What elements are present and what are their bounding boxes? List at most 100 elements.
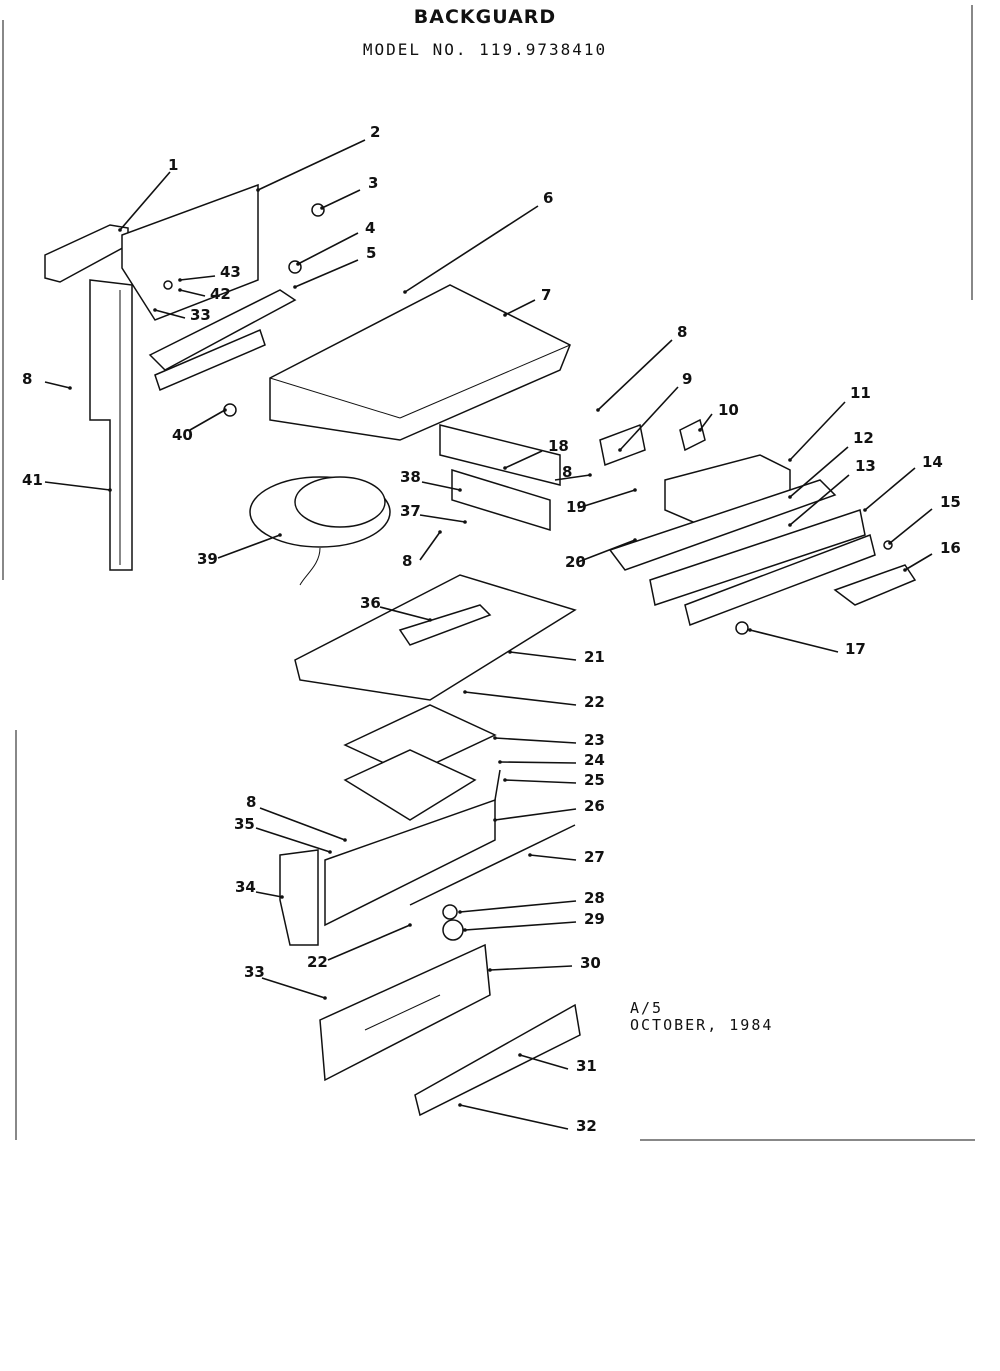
callout-label: 33 (190, 306, 211, 324)
callout-leader-line (504, 779, 577, 784)
callout-leader-line (297, 232, 359, 265)
callout-arrowhead (493, 736, 497, 740)
callout-label: 23 (584, 731, 605, 749)
callout-arrowhead (903, 568, 907, 572)
callout-leader-line (577, 539, 636, 563)
callout-label: 22 (584, 693, 605, 711)
callout-arrowhead (320, 206, 324, 210)
callout-arrowhead (223, 408, 227, 412)
lamp-socket-part (442, 904, 458, 920)
callout-label: 1 (168, 156, 178, 174)
callout-label: 9 (682, 370, 692, 388)
callout-label: 12 (853, 429, 874, 447)
callout-leader-line (494, 808, 577, 821)
callout-arrowhead (408, 923, 412, 927)
fan-housing-top (294, 476, 386, 528)
rail-part (409, 824, 576, 906)
callout-label: 18 (548, 437, 569, 455)
callout-label: 17 (845, 640, 866, 658)
model-number: MODEL NO. 119.9738410 (362, 40, 608, 59)
callout-leader-line (419, 514, 466, 523)
callout-label: 31 (576, 1057, 597, 1075)
callout-arrowhead (493, 818, 497, 822)
callout-label: 19 (566, 498, 587, 516)
callout-label: 8 (246, 793, 256, 811)
callout-arrowhead (633, 488, 637, 492)
callout-leader-line (529, 854, 577, 861)
callout-arrowhead (463, 690, 467, 694)
callout-label: 22 (307, 953, 328, 971)
tube-holder-part (154, 328, 266, 392)
cabinet-top-edge-2 (399, 344, 571, 419)
lamp-bulb-part (442, 919, 464, 941)
callout-leader-line (327, 924, 411, 961)
callout-leader-line (889, 508, 933, 544)
callout-arrowhead (488, 968, 492, 972)
control-panel-part (608, 479, 837, 571)
callout-label: 37 (400, 502, 421, 520)
callout-arrowhead (788, 458, 792, 462)
callout-leader-line (404, 205, 539, 293)
callout-arrowhead (633, 538, 637, 542)
filter-handle-part (398, 604, 492, 646)
callout-arrowhead (788, 523, 792, 527)
callout-leader-line (554, 474, 591, 481)
callout-arrowhead (788, 495, 792, 499)
callout-arrowhead (498, 760, 502, 764)
callout-leader-line (294, 259, 359, 288)
callout-arrowhead (888, 541, 892, 545)
callout-arrowhead (503, 313, 507, 317)
callout-label: 28 (584, 889, 605, 907)
light-tube-part (148, 289, 297, 371)
callout-label: 3 (368, 174, 378, 192)
screw-part (163, 280, 173, 290)
callout-leader-line (619, 386, 679, 451)
callout-arrowhead (438, 530, 442, 534)
callout-leader-line (904, 553, 933, 571)
callout-arrowhead (280, 895, 284, 899)
callout-arrowhead (588, 473, 592, 477)
callout-label: 43 (220, 263, 241, 281)
callout-label: 6 (543, 189, 553, 207)
callout-arrowhead (296, 262, 300, 266)
callout-label: 14 (922, 453, 943, 471)
callout-arrowhead (403, 290, 407, 294)
callout-arrowhead (68, 386, 72, 390)
callout-leader-line (464, 691, 577, 706)
callout-leader-line (499, 761, 577, 764)
callout-label: 15 (940, 493, 961, 511)
callout-label: 2 (370, 123, 380, 141)
callout-label: 41 (22, 471, 43, 489)
callout-leader-line (577, 489, 636, 509)
panel-trim-part (649, 509, 866, 606)
charcoal-filter-part (343, 749, 477, 821)
panel-frame-part (684, 534, 876, 626)
callout-leader-line (864, 467, 916, 511)
callout-leader-line (459, 900, 577, 913)
callout-label: 30 (580, 954, 601, 972)
callout-leader-line (464, 921, 577, 931)
callout-arrowhead (596, 408, 600, 412)
callout-arrowhead (698, 428, 702, 432)
lower-bracket-part (451, 468, 551, 532)
callout-arrowhead (458, 488, 462, 492)
grille-part (414, 1003, 581, 1117)
callout-leader-line (189, 409, 226, 431)
callout-arrowhead (323, 996, 327, 1000)
callout-label: 13 (855, 457, 876, 475)
callout-leader-line (419, 531, 441, 561)
callout-leader-line (494, 737, 577, 744)
callout-label: 24 (584, 751, 605, 769)
callout-label: 35 (234, 815, 255, 833)
callout-arrowhead (463, 928, 467, 932)
bottom-panel-part (319, 943, 491, 1082)
callout-leader-line (459, 1104, 569, 1130)
callout-arrowhead (118, 228, 122, 232)
side-bracket-part (89, 279, 133, 571)
callout-arrowhead (528, 853, 532, 857)
callout-arrowhead (508, 650, 512, 654)
callout-label: 8 (562, 463, 572, 481)
callout-label: 34 (235, 878, 256, 896)
